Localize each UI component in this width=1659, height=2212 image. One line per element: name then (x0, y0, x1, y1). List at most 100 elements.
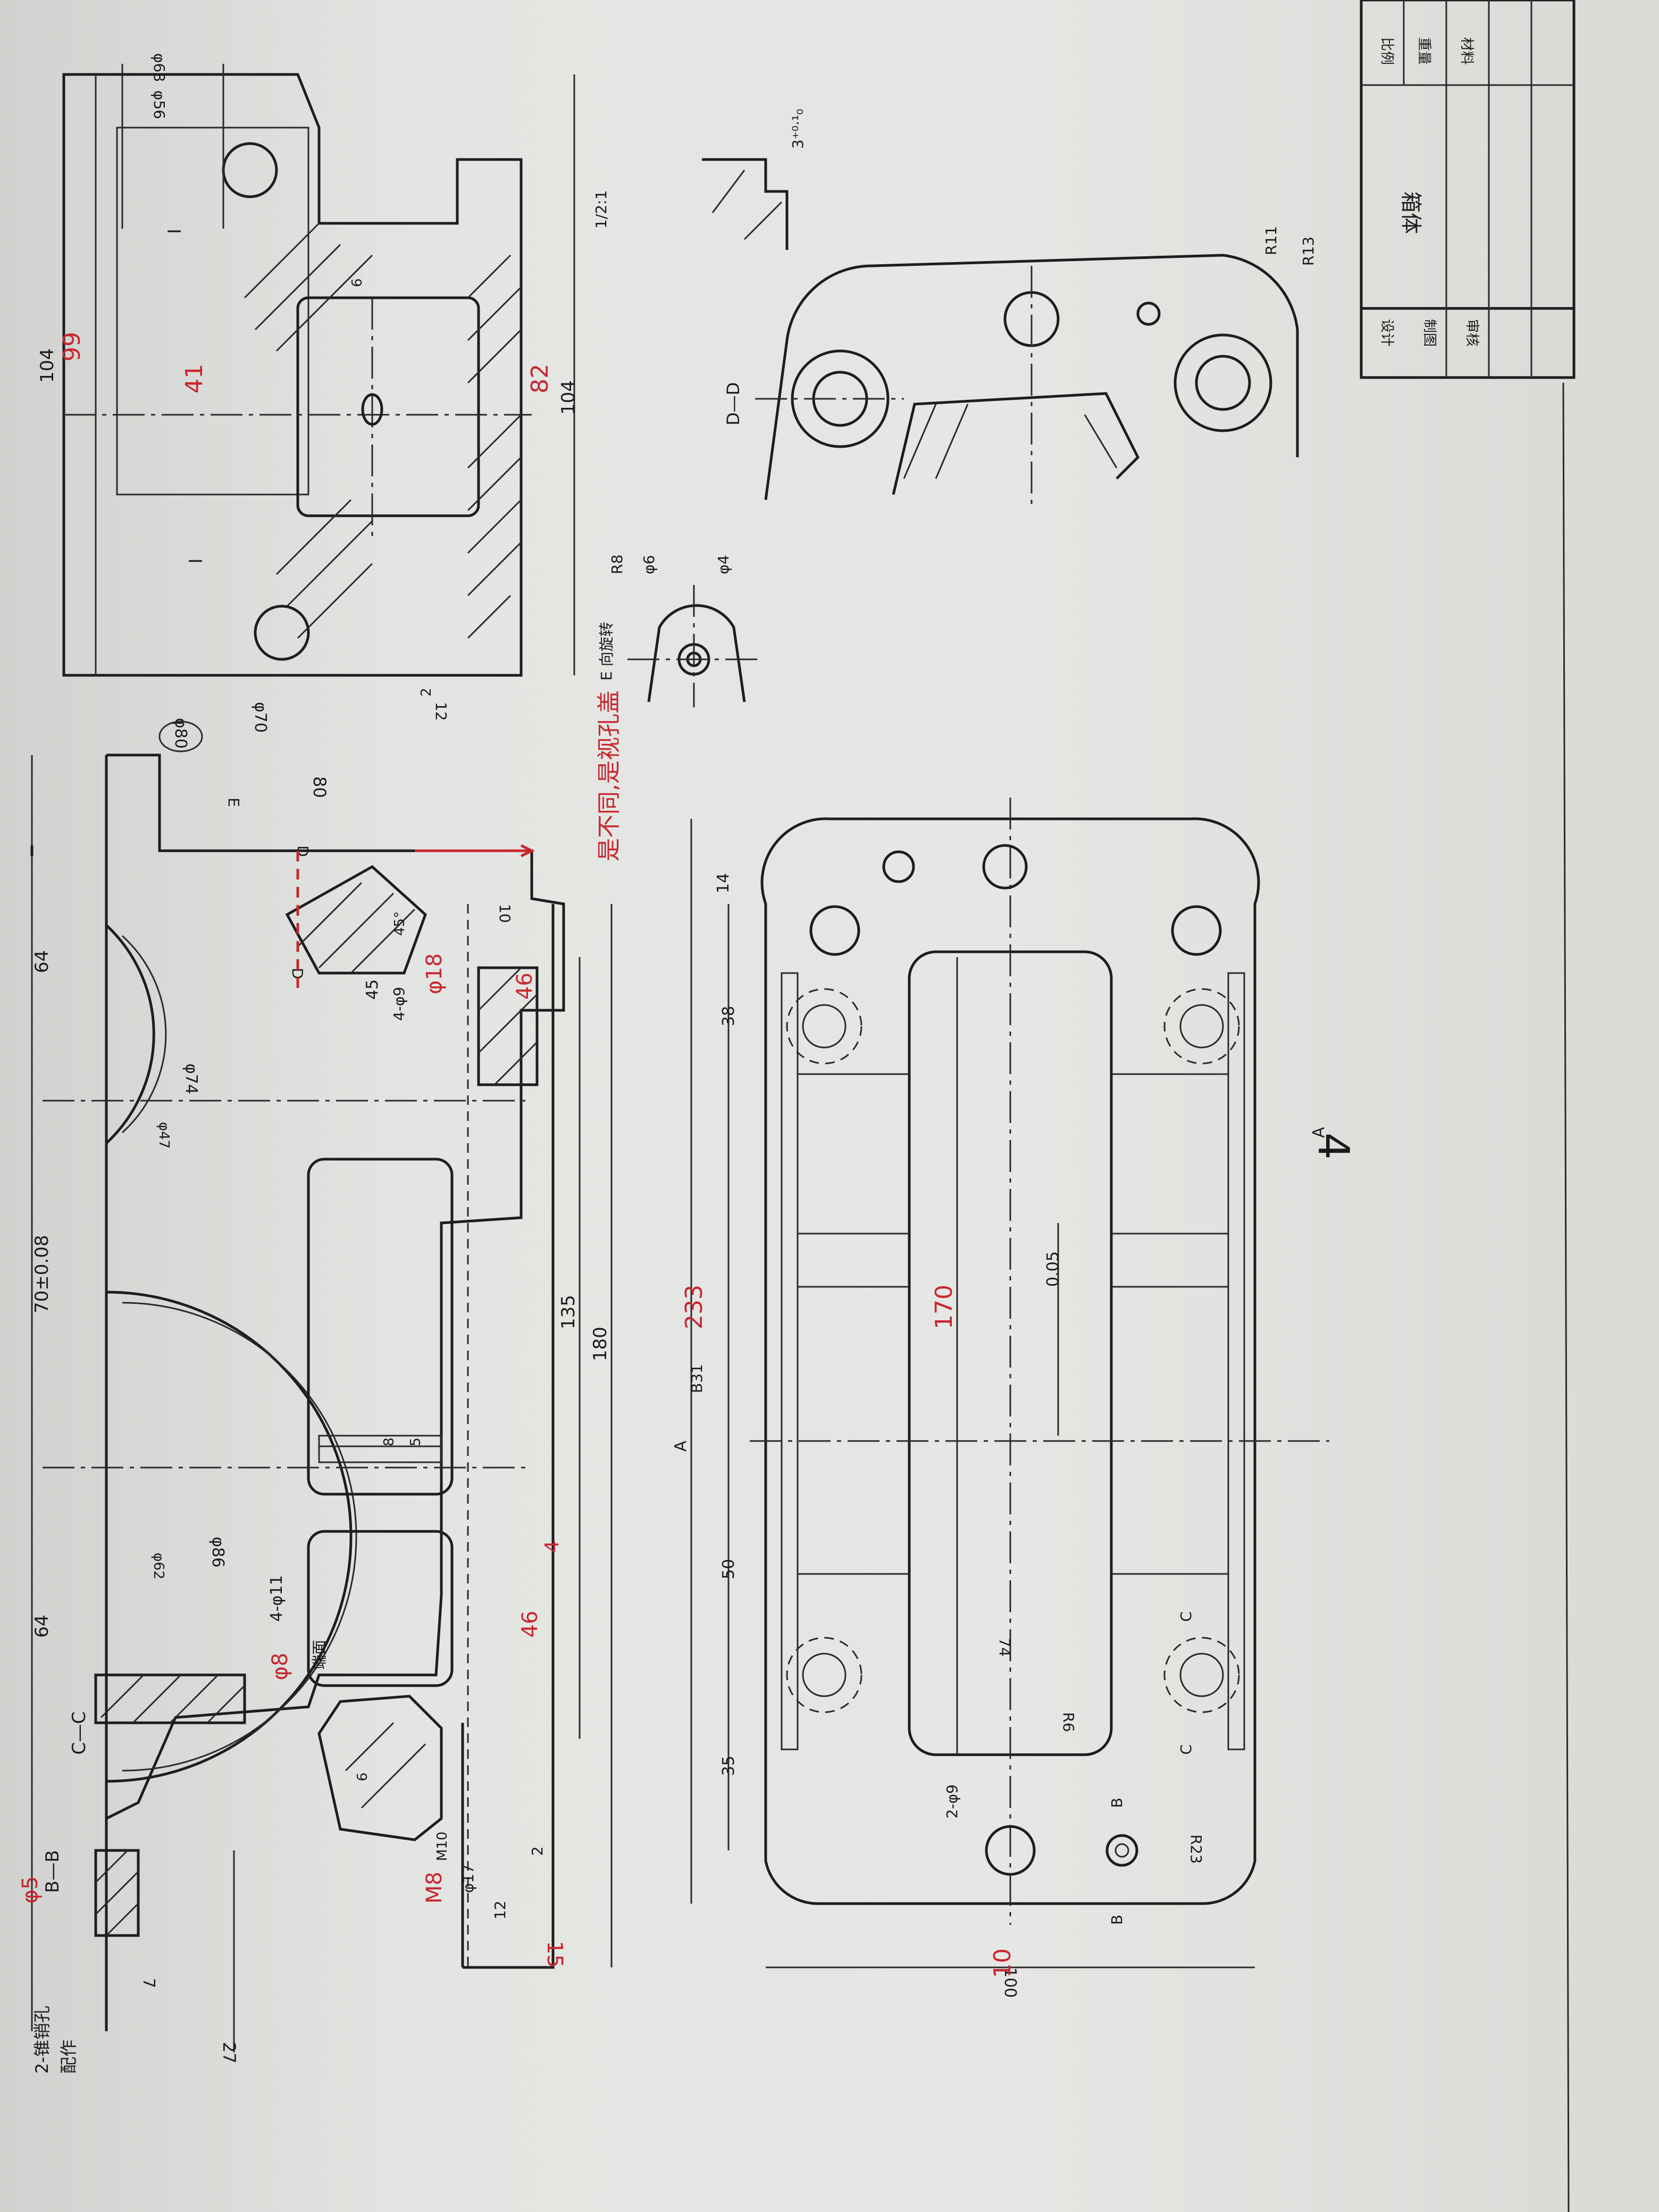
hatch-cc (94, 1673, 246, 1724)
dim-2: 2 (529, 1846, 546, 1856)
dim-r6: R6 (1060, 1712, 1077, 1732)
label-b-bottom: B (1108, 1915, 1126, 1925)
detail-scale: 1/2:1 3⁺⁰·¹₀ (592, 109, 807, 250)
detail-i-bottom: I (186, 558, 207, 564)
page-number: 4 (1309, 1133, 1358, 1160)
dim-phi70: φ70 (251, 702, 270, 733)
label-d-bottom: D (289, 968, 306, 979)
dim-50: 50 (719, 1559, 738, 1579)
dim-phi4: φ4 (715, 555, 732, 574)
dim-phi68: φ68 (150, 53, 168, 82)
red-82: 82 (526, 364, 554, 393)
title-label-review: 审核 (1464, 319, 1480, 347)
dim-70: 70±0.08 (31, 1235, 53, 1313)
red-170: 170 (931, 1285, 958, 1329)
title-part-name: 箱体 (1398, 191, 1423, 234)
dim-38: 38 (719, 1006, 738, 1026)
title-label-design: 设计 (1379, 319, 1395, 347)
dim-phi86: φ86 (208, 1537, 227, 1568)
title-label-scale: 比例 (1379, 37, 1395, 65)
dim-m10: M10 (434, 1831, 450, 1861)
dim-12: 12 (491, 1900, 509, 1920)
label-dd: D—D (723, 382, 743, 425)
dim-r8: R8 (608, 555, 626, 574)
section-aa-view (62, 64, 575, 677)
label-cc: C—C (69, 1712, 90, 1755)
dim-100: 100 (1001, 1967, 1019, 1998)
dim-12-aa: 12 (432, 702, 450, 721)
section-aa-labels: 104 104 φ56 φ68 φ70 φ80 12 2 6 I I 99 41… (37, 53, 579, 752)
dim-6: 6 (355, 1772, 371, 1781)
dim-27: 27 (219, 2042, 239, 2064)
red-41: 41 (181, 364, 208, 393)
dim-35: 35 (719, 1756, 738, 1776)
hatch-aa (244, 222, 522, 639)
dim-8: 8 (381, 1437, 397, 1446)
dim-b31: B31 (688, 1364, 706, 1393)
dim-14: 14 (714, 873, 733, 893)
dim-7: 7 (139, 1978, 158, 1988)
title-block: 箱体 比例 重量 材料 设计 制图 审核 (1360, 0, 1576, 2212)
label-e: E (225, 798, 242, 807)
dim-phi74: φ74 (182, 1063, 200, 1094)
dim-10: 10 (496, 904, 514, 923)
dim-5: 5 (408, 1437, 424, 1446)
title-label-weight: 重量 (1416, 37, 1432, 65)
view-e-label: E 向旋转 (598, 622, 615, 681)
hole-2phi9: 2-φ9 (943, 1784, 961, 1819)
red-46-b: 46 (518, 1611, 542, 1638)
hole-4phi11: 4-φ11 (267, 1575, 286, 1622)
dim-r23: R23 (1187, 1834, 1205, 1864)
hatch-d-area (285, 865, 539, 1086)
label-c-bottom: C (1177, 1744, 1195, 1755)
face-note: 端面 (311, 1640, 328, 1670)
main-section-view (30, 753, 613, 2052)
label-bb: B—B (42, 1850, 63, 1893)
red-note: 是不同,是视孔盖 (596, 690, 623, 861)
red-4: 4 (541, 1540, 563, 1553)
dim-6-aa: 6 (349, 278, 365, 287)
red-46-a: 46 (513, 973, 537, 1000)
red-m8: M8 (422, 1872, 447, 1904)
red-15: 15 (542, 1941, 567, 1968)
red-10: 10 (989, 1948, 1016, 1978)
dim-r11: R11 (1262, 226, 1280, 255)
dim-104-b: 104 (558, 380, 579, 415)
title-label-material: 材料 (1459, 37, 1474, 65)
dim-180: 180 (590, 1327, 611, 1361)
dim-64-left: 64 (31, 1615, 53, 1638)
label-b-top: B (1108, 1798, 1126, 1808)
red-233: 233 (681, 1285, 708, 1329)
scale-ratio: 1/2:1 (592, 190, 610, 229)
main-view-labels: 64 64 70±0.08 C—C B—B 2-锥销孔 配作 27 7 135 … (31, 776, 611, 2074)
section-dd-view: D—D R11 R13 (723, 226, 1317, 510)
tol-3: 3⁺⁰·¹₀ (789, 109, 807, 149)
dim-phi17: φ17 (459, 1864, 477, 1893)
red-phi18: φ18 (422, 953, 447, 994)
dim-45: 45 (363, 979, 382, 1000)
assembly-note: 配作 (58, 2040, 79, 2074)
dim-phi62: φ62 (150, 1553, 166, 1579)
title-label-drawn: 制图 (1421, 319, 1437, 347)
dim-2-aa: 2 (418, 688, 434, 697)
red-99: 99 (58, 332, 86, 362)
label-a-left: A (672, 1440, 690, 1452)
hole-4phi9: 4-φ9 (390, 987, 408, 1021)
dim-phi47: φ47 (156, 1122, 172, 1149)
view-e: E 向旋转 R8 φ6 φ4 (598, 555, 760, 707)
label-c-top: C (1177, 1611, 1195, 1622)
red-annotations-main: φ5 φ8 φ18 46 46 15 M8 4 是不同,是视孔盖 (18, 690, 623, 1968)
dim-64-top: 64 (31, 950, 53, 973)
dim-r13: R13 (1300, 237, 1317, 266)
detail-i-top: I (164, 229, 186, 234)
dim-phi56: φ56 (150, 90, 168, 119)
dim-135: 135 (558, 1295, 579, 1329)
red-phi8: φ8 (268, 1653, 292, 1680)
dim-104-a: 104 (37, 348, 58, 383)
plan-view (690, 798, 1329, 1968)
dim-80: 80 (309, 776, 330, 798)
hatch-bottom-left (94, 1849, 140, 1937)
dim-phi6: φ6 (640, 555, 658, 574)
plan-view-labels: 14 38 50 35 74 100 0.05 R6 R23 2-φ9 B31 … (672, 873, 1328, 1998)
